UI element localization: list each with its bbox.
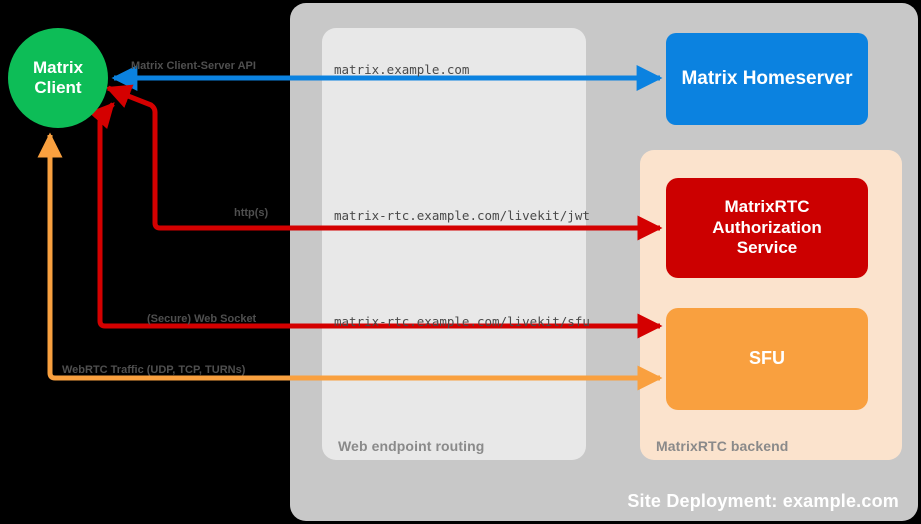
web-endpoint-routing-panel <box>322 28 586 460</box>
auth-service-label-line2: Authorization <box>712 217 822 237</box>
matrix-client-label-line2: Client <box>34 78 82 97</box>
edge-label-secure-web-socket: (Secure) Web Socket <box>147 313 257 325</box>
node-sfu[interactable]: SFU <box>666 308 868 410</box>
edge-label-webrtc-traffic: WebRTC Traffic (UDP, TCP, TURNs) <box>62 364 246 376</box>
matrixrtc-backend-label: MatrixRTC backend <box>656 438 789 454</box>
site-deployment-label: Site Deployment: example.com <box>627 491 899 511</box>
endpoint-label-matrix-example-com: matrix.example.com <box>334 62 470 77</box>
endpoint-label-livekit-sfu: matrix-rtc.example.com/livekit/sfu <box>334 314 590 329</box>
sfu-label: SFU <box>749 348 785 369</box>
node-matrix-homeserver[interactable]: Matrix Homeserver <box>666 33 868 125</box>
web-endpoint-routing-label: Web endpoint routing <box>338 438 485 454</box>
matrix-client-label-line1: Matrix <box>32 57 84 77</box>
endpoint-label-livekit-jwt: matrix-rtc.example.com/livekit/jwt <box>334 208 590 223</box>
node-matrixrtc-authorization-service[interactable]: MatrixRTC Authorization Service <box>666 178 868 278</box>
auth-service-label-line1: MatrixRTC <box>724 197 810 217</box>
node-matrix-client[interactable]: Matrix Client <box>8 28 108 128</box>
auth-service-label-line3: Service <box>736 238 798 258</box>
auth-service-label: MatrixRTC Authorization Service <box>712 197 822 258</box>
matrix-homeserver-label: Matrix Homeserver <box>681 67 853 89</box>
edge-label-matrix-client-server-api: Matrix Client-Server API <box>131 60 256 72</box>
edge-label-http-jwt: http(s) <box>234 207 269 219</box>
